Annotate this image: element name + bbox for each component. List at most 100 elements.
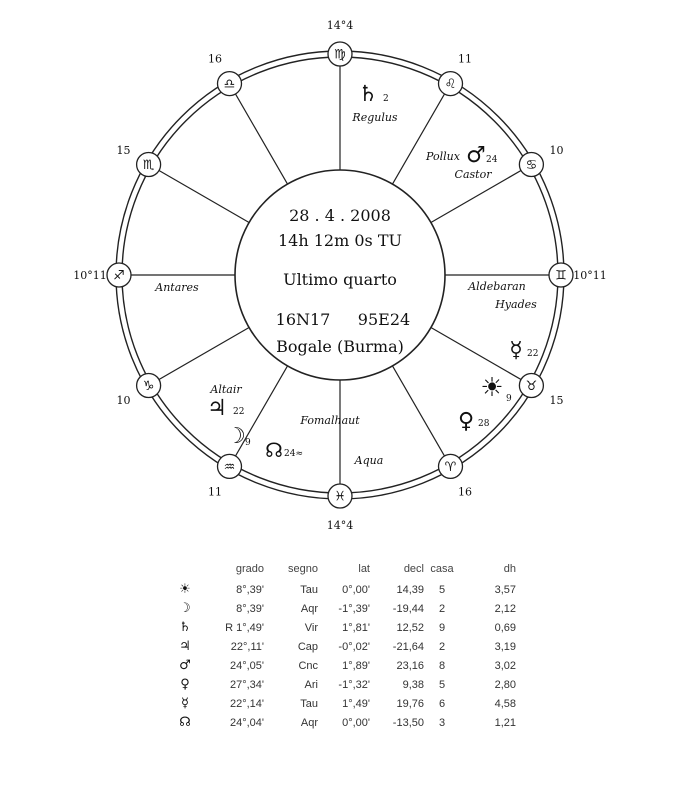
cusp-markers: ♍14°4♌11♋10♊10°11♉15♈16♓14°4♒11♑10♐10°11… [73, 19, 607, 532]
cell-casa: 2 [438, 640, 446, 653]
star-pollux: Pollux [425, 150, 461, 163]
chart-date: 28 . 4 . 2008 [289, 206, 391, 225]
house-line [150, 326, 250, 385]
cusp-circle [135, 372, 162, 399]
house-line [150, 165, 250, 224]
libra-icon: ♎ [224, 77, 236, 92]
cusp-degree-label: 15 [116, 144, 130, 157]
cell-decl: 14,39 [396, 583, 424, 596]
star-regulus: Regulus [351, 111, 398, 124]
saturn-icon: ♄ [179, 620, 191, 635]
node-degree: 24≈ [284, 449, 303, 459]
scorpio-icon: ♏ [143, 158, 155, 173]
cusp-degree-label: 15 [550, 394, 564, 407]
column-header-grado: grado [235, 563, 264, 575]
cell-casa: 3 [438, 716, 446, 729]
cusp-marker-aquarius: ♒11 [208, 453, 243, 499]
cusp-degree-label: 10 [116, 394, 130, 407]
moon-phase: Ultimo quarto [283, 270, 397, 289]
star-aqua: Aqua [354, 454, 384, 467]
cell-segno: Cap [297, 640, 318, 653]
house-line [430, 326, 530, 385]
cancer-icon: ♋ [526, 158, 538, 173]
cusp-marker-pisces: ♓ 14°4 [327, 483, 354, 532]
cell-lat: 1°,89' [342, 659, 370, 672]
cell-dh: 3,19 [494, 640, 516, 653]
chart-place: Bogale (Burma) [276, 337, 404, 356]
cusp-degree-label: 10°11 [573, 269, 607, 282]
house-line [430, 165, 530, 224]
star-antares: Antares [154, 281, 199, 294]
cell-decl: 12,52 [396, 621, 424, 634]
cusp-marker-cancer: ♋ 10 [518, 144, 564, 178]
chart-time: 14h 12m 0s TU [278, 231, 402, 250]
cusp-marker-aries: ♈16 [437, 453, 472, 499]
cell-decl: -13,50 [392, 716, 424, 729]
cusp-degree-label: 14°4 [327, 19, 354, 32]
cell-grado: 22°,14' [229, 697, 264, 710]
cell-dh: 0,69 [494, 621, 516, 634]
cell-grado: 27°,34' [229, 678, 264, 691]
cell-grado: 8°,39' [236, 583, 264, 596]
cell-grado: 22°,11' [230, 640, 264, 653]
venus-degree: 28 [478, 419, 490, 429]
cell-grado: 24°,04' [229, 716, 264, 729]
node-icon: ☊ [265, 438, 283, 462]
house-lines [122, 57, 558, 493]
house-line [391, 365, 450, 465]
inner-circle [234, 169, 446, 381]
capricorn-icon: ♑ [143, 379, 155, 394]
cell-decl: -19,44 [392, 602, 424, 615]
jupiter-icon: ♃ [207, 396, 227, 421]
aquarius-icon: ♒ [224, 460, 236, 475]
cusp-degree-label: 16 [208, 52, 222, 65]
star-aldebaran: Aldebaran [467, 280, 526, 293]
moon-degree: 9 [245, 438, 251, 448]
cell-segno: Cnc [298, 659, 318, 672]
cusp-degree-label: 11 [208, 486, 222, 499]
cusp-marker-leo: ♌11 [437, 52, 472, 97]
house-line [391, 85, 450, 185]
chart-longitude: 95E24 [358, 310, 410, 329]
star-hyades: Hyades [494, 298, 537, 311]
gemini-icon: ♊ [555, 269, 567, 284]
chart-latitude: 16N17 [276, 310, 331, 329]
star-fomalhaut: Fomalhaut [299, 414, 360, 427]
cusp-degree-label: 11 [458, 52, 472, 65]
cell-lat: -1°,32' [338, 678, 370, 691]
cusp-circle [216, 70, 243, 97]
cell-dh: 2,12 [494, 602, 516, 615]
moon-icon: ☽ [179, 601, 191, 616]
column-header-dh: dh [503, 563, 516, 575]
cusp-circle [327, 483, 353, 509]
sun-icon: ☀ [480, 373, 503, 403]
column-header-lat: lat [358, 563, 370, 575]
cell-decl: -21,64 [392, 640, 424, 653]
cusp-degree-label: 14°4 [327, 519, 354, 532]
star-castor: Castor [455, 168, 493, 181]
cell-decl: 19,76 [396, 697, 424, 710]
column-header-casa: casa [430, 563, 454, 575]
leo-icon: ♌ [445, 77, 457, 92]
cusp-circle [437, 453, 464, 480]
cell-dh: 1,21 [494, 716, 516, 729]
table-header-row: grado segno lat decl casa dh [168, 562, 516, 580]
cusp-circle [327, 41, 353, 67]
saturn-icon: ♄ [358, 82, 378, 107]
cusp-degree-label: 10°11 [73, 269, 107, 282]
pisces-icon: ♓ [334, 490, 346, 505]
mars-degree: 24 [486, 155, 498, 165]
cusp-circle [135, 151, 162, 178]
cusp-degree-label: 10 [550, 144, 564, 157]
cell-casa: 5 [438, 583, 446, 596]
cell-casa: 5 [438, 678, 446, 691]
cusp-marker-virgo: ♍ 14°4 [327, 19, 354, 67]
moon-icon: ☽ [226, 424, 246, 449]
cell-lat: 1°,81' [342, 621, 370, 634]
virgo-icon: ♍ [334, 48, 346, 63]
column-header-segno: segno [288, 563, 318, 575]
